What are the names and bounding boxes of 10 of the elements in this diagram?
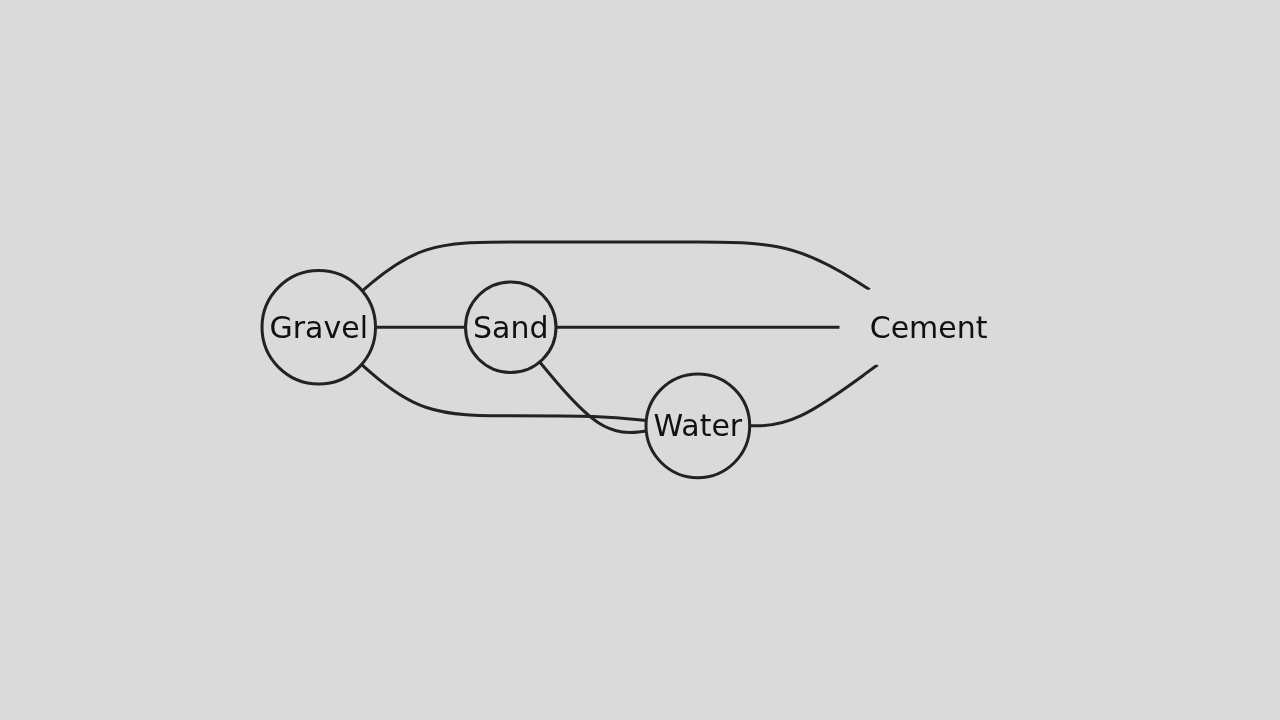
node-circle: Water — [644, 372, 752, 480]
connector — [556, 325, 840, 329]
connector — [749, 363, 879, 428]
node-circle: Sand — [464, 280, 558, 375]
connector — [538, 361, 647, 435]
connector — [360, 363, 647, 423]
node-text: Cement — [869, 309, 988, 345]
connector — [361, 240, 871, 293]
connector — [375, 325, 466, 329]
node-circle: Gravel — [260, 269, 378, 386]
